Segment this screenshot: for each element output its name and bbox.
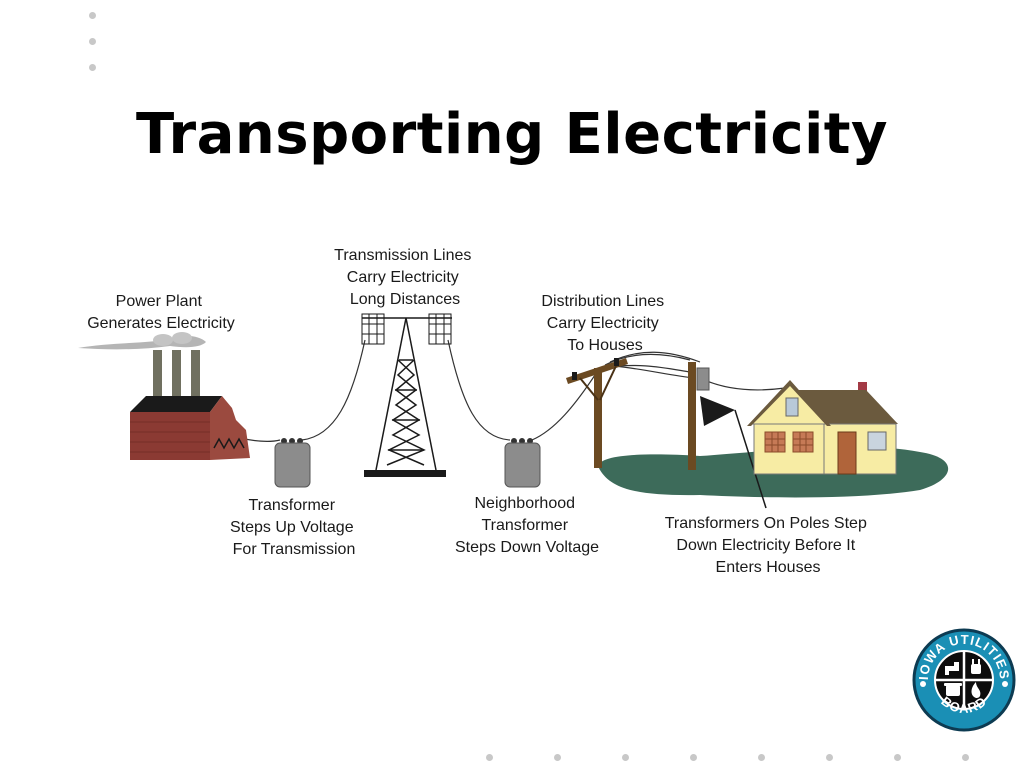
pole-transformer — [688, 362, 767, 509]
label-pole-transformers: Transformers On Poles Step Down Electric… — [665, 515, 872, 576]
smokestack — [172, 350, 181, 396]
distribution-pole — [566, 358, 628, 468]
decorative-dots-vertical — [89, 12, 99, 90]
side-window — [867, 431, 887, 451]
dot — [962, 754, 969, 761]
window — [764, 431, 786, 453]
plug-icon — [971, 659, 981, 674]
dot — [622, 754, 629, 761]
pointer-line — [734, 409, 767, 509]
phone-icon — [944, 683, 962, 696]
slide-title: Transporting Electricity — [135, 102, 889, 167]
label-step-up-transformer: Transformer Steps Up Voltage For Transmi… — [230, 497, 358, 558]
dot — [89, 38, 96, 45]
dot — [554, 754, 561, 761]
house — [747, 380, 898, 475]
factory-side — [210, 396, 250, 460]
wire-neighborhood-to-pole — [531, 374, 596, 441]
dot — [89, 12, 96, 19]
house-gable-trim — [747, 380, 831, 426]
dot — [894, 754, 901, 761]
dot — [758, 754, 765, 761]
smoke-puff — [153, 334, 173, 346]
window — [792, 431, 814, 453]
brick-lines — [130, 421, 210, 453]
dot — [690, 754, 697, 761]
smokestack — [153, 350, 162, 396]
wire-transformer-to-tower — [301, 339, 366, 441]
transmission-tower — [361, 313, 452, 477]
label-neighborhood-transformer: Neighborhood Transformer Steps Down Volt… — [455, 495, 599, 556]
attic-window — [785, 397, 799, 417]
smokestack — [191, 350, 200, 396]
power-plant — [78, 332, 250, 460]
wire-pole-to-pole-2 — [614, 365, 696, 379]
neighborhood-transformer — [504, 438, 541, 488]
flame-icon — [971, 682, 981, 698]
label-power-plant: Power Plant Generates Electricity — [87, 293, 235, 332]
dot — [89, 64, 96, 71]
wires — [239, 339, 786, 442]
label-transmission-lines: Transmission Lines Carry Electricity Lon… — [334, 247, 476, 308]
smoke-puff — [172, 332, 192, 344]
step-up-transformer — [274, 438, 311, 488]
dot — [486, 754, 493, 761]
wire-pole-to-house — [699, 377, 786, 391]
wire-arc-a — [604, 353, 691, 366]
wire-tower-to-neighborhood — [447, 339, 511, 441]
factory-zigzag — [213, 437, 245, 450]
factory-body — [130, 412, 210, 460]
iowa-utilities-board-logo: IOWA UTILITIES BOARD — [912, 628, 1016, 732]
faucet-icon — [945, 662, 959, 675]
factory-roof — [130, 396, 222, 412]
logo-text-bottom: BOARD — [938, 693, 989, 716]
door — [837, 431, 857, 475]
label-distribution-lines: Distribution Lines Carry Electricity To … — [541, 293, 668, 354]
dot — [826, 754, 833, 761]
